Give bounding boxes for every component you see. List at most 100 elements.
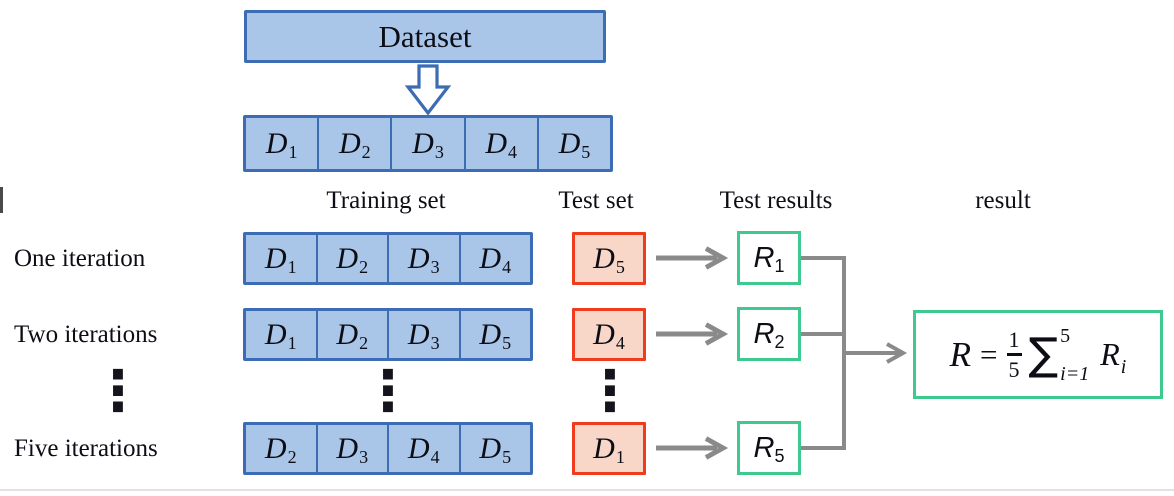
vertical-ellipsis: ⋮ [360,359,416,424]
cell-base: D [265,126,288,160]
cell-subscript: 5 [615,256,625,277]
cell-base: D [593,431,615,465]
vertical-ellipsis: ⋮ [90,359,146,424]
row-label-two-iterations: Two iterations [14,320,158,348]
result-base: R [753,241,775,274]
summation-lower-limit: i=1 [1060,362,1090,385]
vertical-ellipsis: ⋮ [582,359,638,424]
cell-base: D [264,241,287,275]
cell-subscript: 2 [359,256,369,277]
right-arrow-icon [656,246,729,270]
bottom-divider [0,489,1174,491]
cell-subscript: 2 [359,332,369,353]
row-label-five-iterations: Five iterations [14,434,158,462]
cell-base: D [336,431,359,465]
term-base: R [1100,336,1120,372]
test-results-header: Test results [719,187,833,214]
cell-subscript: 5 [581,141,591,162]
cell-subscript: 4 [508,141,518,162]
right-arrow-icon [844,342,908,364]
training-set-header: Training set [326,187,446,214]
cell-base: D [336,317,359,351]
formula-equals: = [980,336,998,372]
cell-subscript: 1 [287,256,297,277]
cell-subscript: 3 [434,141,444,162]
cell-subscript: 5 [502,332,512,353]
cell-subscript: 3 [430,256,440,277]
cell-subscript: 2 [287,446,297,467]
cell-base: D [485,126,508,160]
result-subscript: 1 [774,256,785,276]
result-base: R [753,317,775,350]
fraction-numerator: 1 [1008,327,1020,353]
result-bracket [801,256,846,450]
cell-subscript: 3 [430,332,440,353]
cell-subscript: 5 [502,446,512,467]
dataset-box: Dataset [244,10,606,63]
row-label-one-iteration: One iteration [14,244,146,272]
cell-subscript: 2 [361,141,371,162]
cell-base: D [264,317,287,351]
cell-base: D [407,431,430,465]
fraction-denominator: 5 [1008,356,1020,382]
result-subscript: 2 [774,332,785,352]
summation-limits: 5 i=1 [1060,326,1089,384]
cell-subscript: 4 [430,446,440,467]
cell-subscript: 1 [615,446,625,467]
sigma-icon: ∑ [1028,328,1059,380]
cell-subscript: 1 [288,141,298,162]
term-subscript: i [1120,356,1127,378]
cell-base: D [412,126,434,160]
summation: ∑ 5 i=1 [1029,326,1090,384]
cell-base: D [479,431,502,465]
result-base: R [753,431,775,464]
cell-base: D [407,241,430,275]
cell-subscript: 1 [287,332,297,353]
dataset-label: Dataset [378,18,472,54]
right-arrow-icon [656,436,729,460]
cell-base: D [479,241,502,275]
down-arrow-icon [404,64,452,116]
cell-base: D [336,241,359,275]
left-edge-artifact [0,187,3,213]
cell-base: D [593,241,615,275]
formula-fraction: 1 5 [1006,327,1022,382]
summation-upper-limit: 5 [1060,324,1071,347]
formula-term: Ri [1100,336,1126,378]
result-header: result [975,187,1031,214]
cell-base: D [479,317,502,351]
cell-base: D [338,126,361,160]
right-arrow-icon [656,322,729,346]
cell-subscript: 4 [502,256,512,277]
cell-base: D [558,126,581,160]
cell-subscript: 3 [359,446,369,467]
cell-base: D [407,317,430,351]
cell-subscript: 4 [615,332,625,353]
formula-lhs: R [949,334,972,374]
test-set-header: Test set [558,187,634,214]
cell-base: D [264,431,287,465]
